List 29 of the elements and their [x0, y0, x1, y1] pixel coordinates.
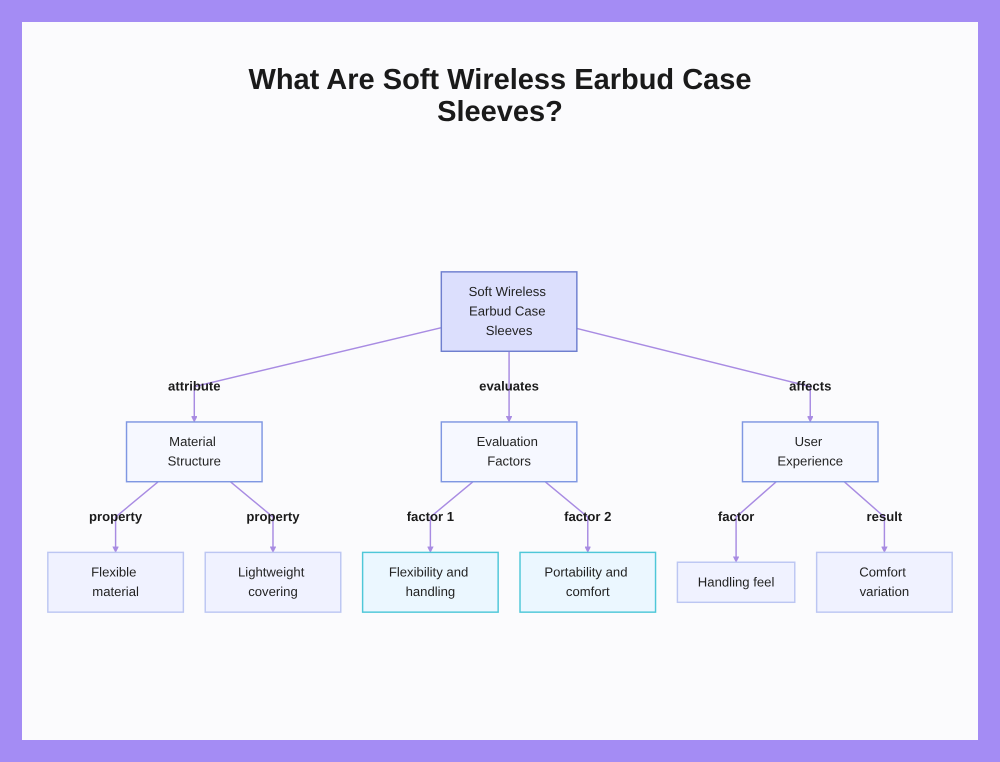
edge-label: property: [88, 509, 142, 524]
arrow: [191, 327, 442, 422]
node-box: Flexible material: [47, 552, 184, 613]
edge-label: attribute: [168, 378, 221, 394]
arrow: [544, 481, 591, 553]
node-box: User Experience: [742, 421, 879, 482]
arrow: [844, 481, 888, 553]
node-box: Handling feel: [676, 562, 796, 604]
node-box: Soft Wireless Earbud Case Sleeves: [440, 271, 578, 352]
node-box: Comfort variation: [816, 552, 953, 613]
edge-label: factor 2: [564, 509, 612, 524]
diagram-title: What Are Soft Wireless Earbud Case Sleeves?: [247, 64, 753, 128]
node-box: Evaluation Factors: [440, 421, 578, 482]
edge-label: result: [866, 509, 902, 524]
edge-label: evaluates: [479, 378, 539, 394]
node-box: Flexibility and handling: [362, 552, 499, 613]
arrow: [576, 328, 814, 422]
node-box: Portability and comfort: [519, 552, 656, 613]
arrow: [506, 351, 512, 422]
arrow: [732, 481, 777, 563]
node-box: Material Structure: [126, 421, 263, 482]
arrow: [230, 481, 276, 553]
edge-label: factor 1: [406, 509, 454, 524]
edge-label: property: [246, 509, 300, 524]
edge-label: factor: [718, 509, 754, 524]
arrow: [112, 481, 159, 553]
edge-label: affects: [789, 378, 832, 394]
node-box: Lightweight covering: [204, 552, 342, 613]
arrow: [427, 481, 474, 553]
